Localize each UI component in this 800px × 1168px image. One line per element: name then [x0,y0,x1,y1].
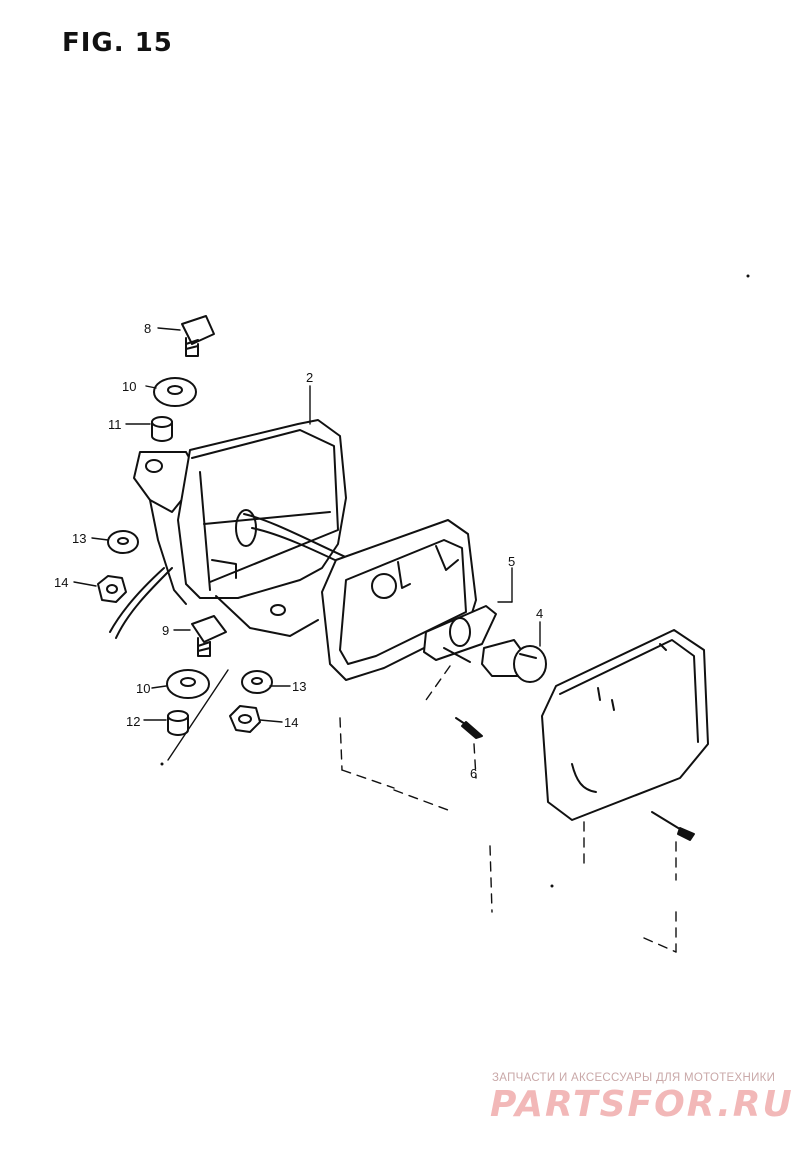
label-part-2: 2 [306,370,313,385]
label-part-10-upper: 10 [122,379,136,394]
assembly-guides [339,665,677,953]
spacer-11 [151,416,173,442]
label-part-14-left: 14 [54,575,68,590]
bolt-9 [191,615,227,657]
specks [160,274,750,888]
washer-10-lower [166,669,210,699]
label-part-8: 8 [144,321,151,336]
spacer-12 [167,710,189,736]
screw-long [651,811,695,841]
label-part-11: 11 [108,417,122,432]
label-part-13-right: 13 [292,679,306,694]
leader-lines [73,327,541,761]
label-part-14-right: 14 [284,715,298,730]
bulb-4 [481,639,547,683]
screw-6 [455,717,483,739]
lamp-base-frame [321,519,477,681]
label-part-6: 6 [470,766,477,781]
washer-10-upper [153,377,197,407]
part-labels: 2 4 5 6 8 9 10 10 11 12 13 13 14 14 [54,321,543,781]
nut-14-left [97,575,127,603]
watermark-subtitle: ЗАПЧАСТИ И АКСЕССУАРЫ ДЛЯ МОТОТЕХНИКИ [492,1072,776,1084]
watermark-brand: PARTSFOR.RU [490,1084,794,1125]
housing-2 [177,419,347,637]
nut-14-right [229,705,261,733]
label-part-13-left: 13 [72,531,86,546]
label-part-12: 12 [126,714,140,729]
bolt-8 [181,315,215,357]
washer-13-left [107,530,139,554]
figure-title: FIG. 15 [62,28,173,58]
washer-13-right [241,670,273,694]
label-part-10-lower: 10 [136,681,150,696]
socket-5 [423,605,497,663]
label-part-9: 9 [162,623,169,638]
tail-lens [541,629,709,821]
label-part-5: 5 [508,554,515,569]
label-part-4: 4 [536,606,543,621]
mounting-bracket [133,451,197,605]
